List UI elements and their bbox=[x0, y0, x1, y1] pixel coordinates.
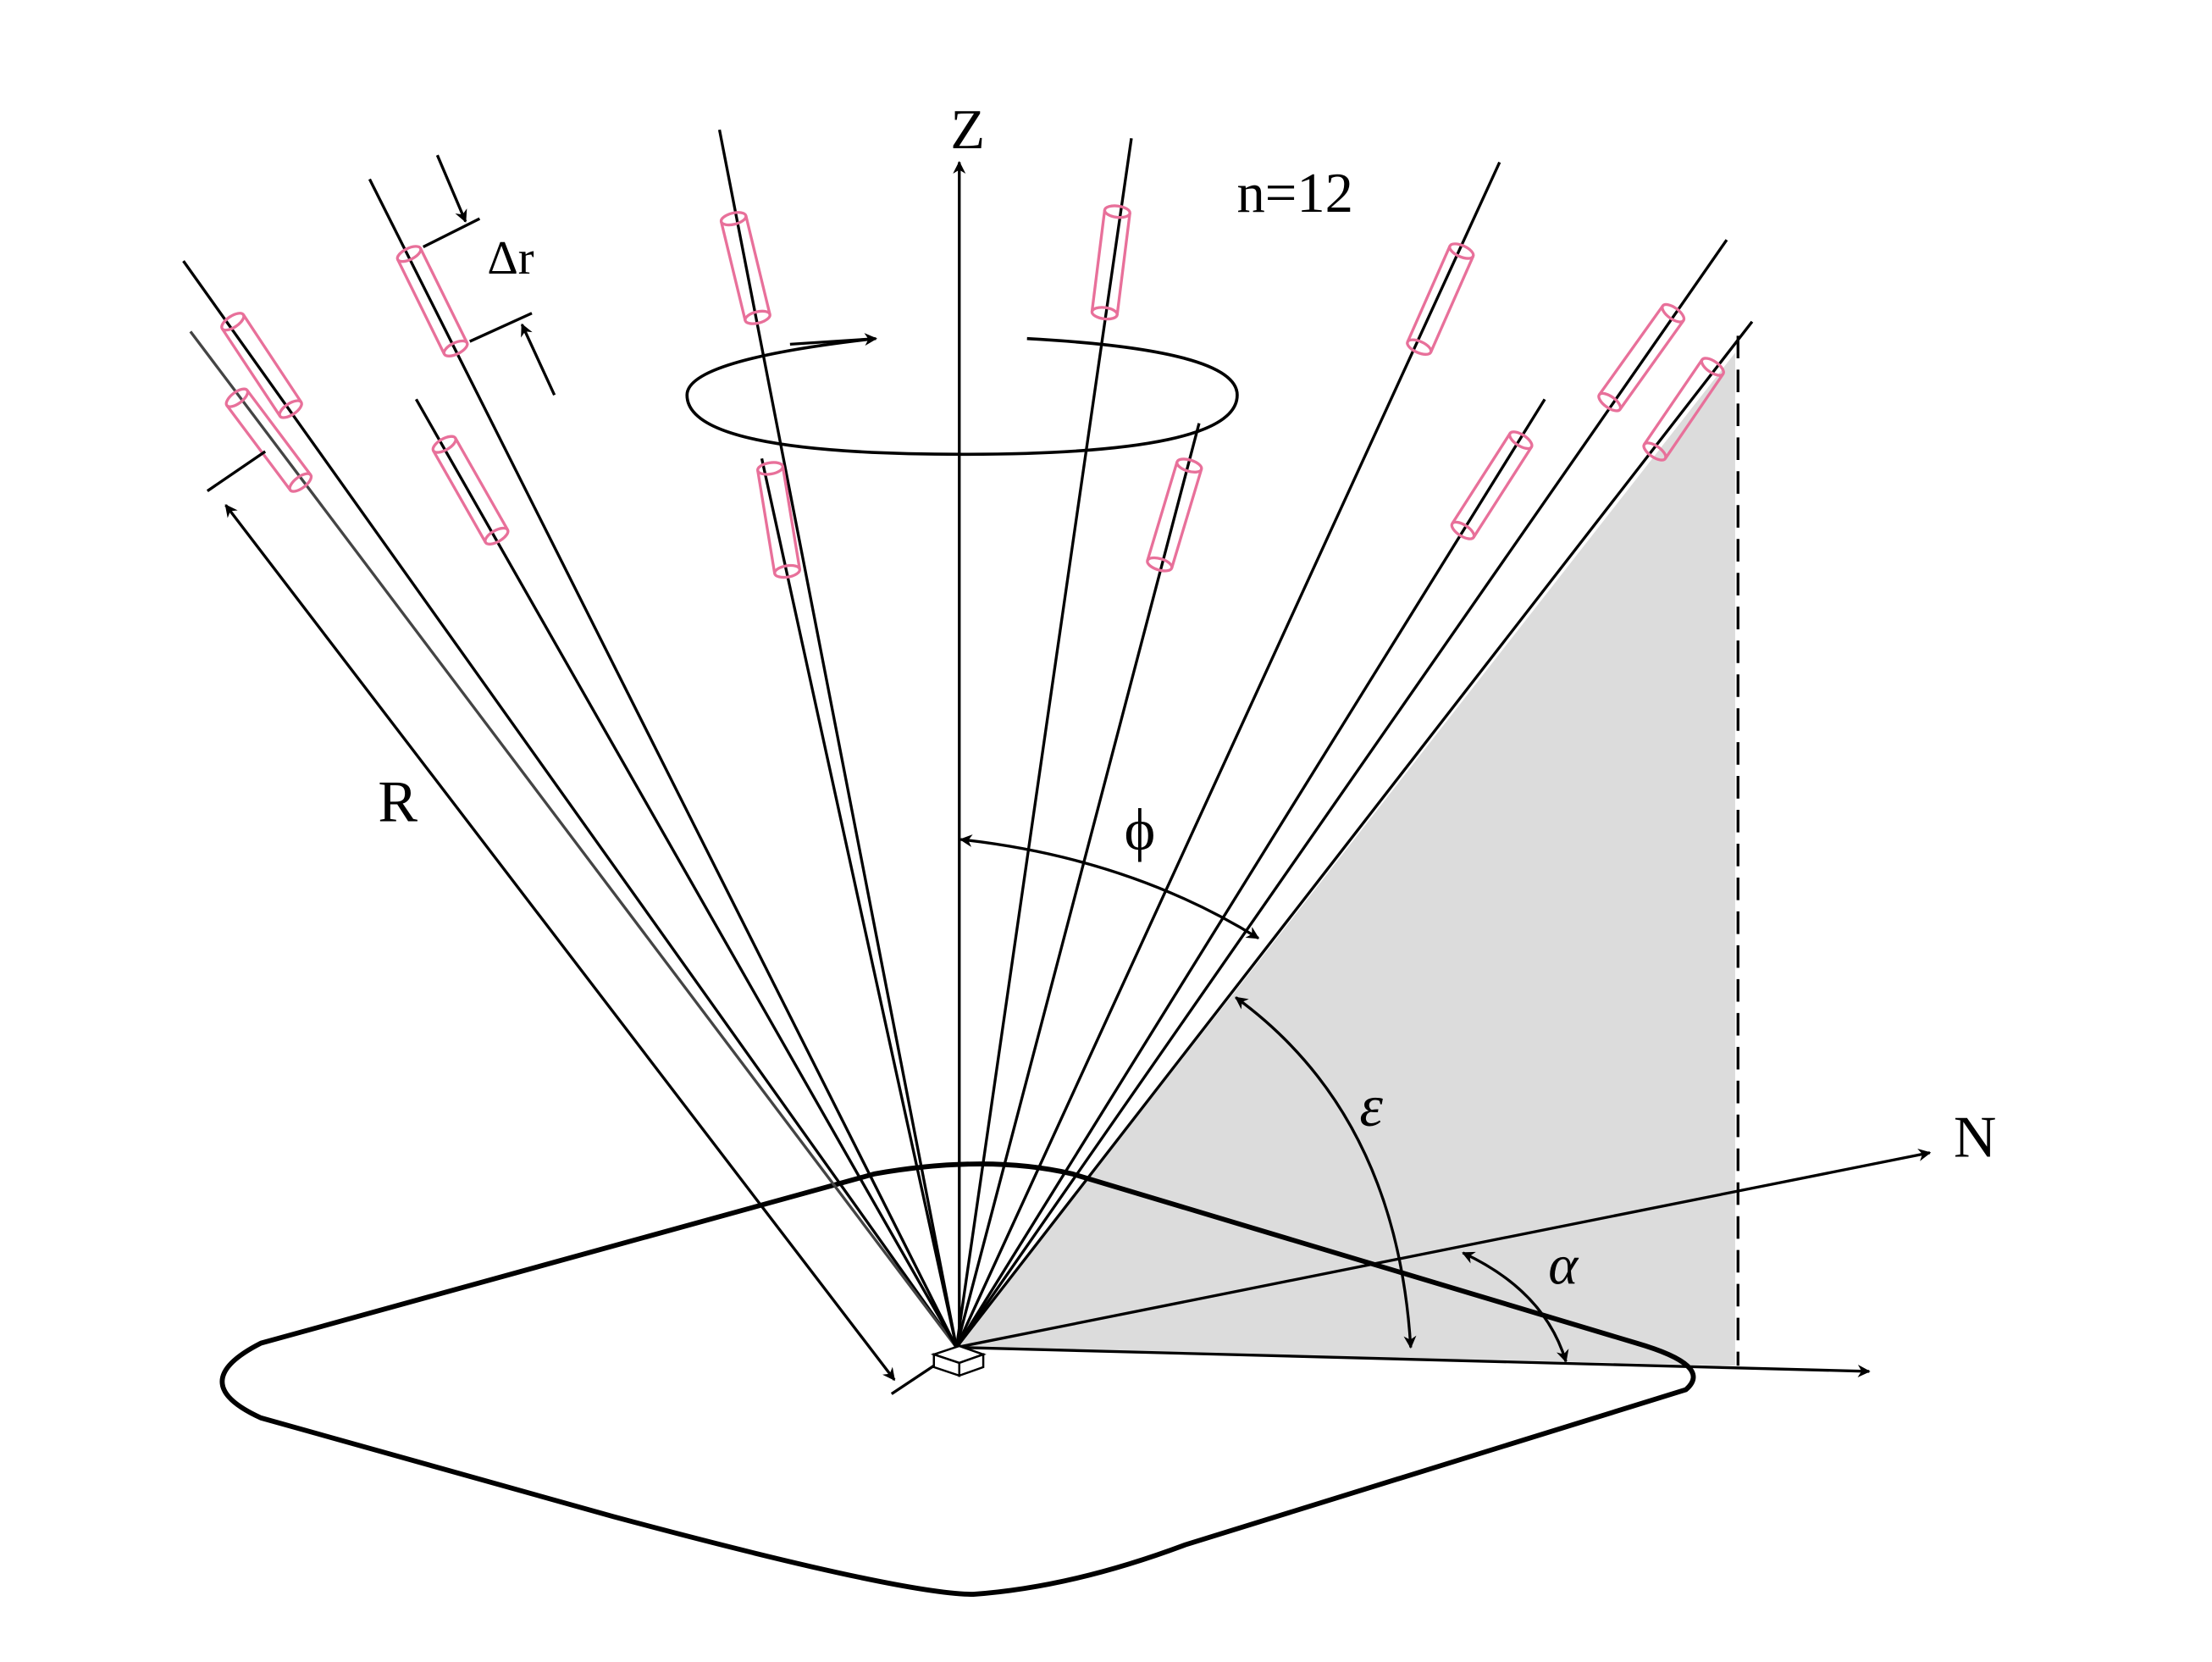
rotation-arrow bbox=[789, 333, 877, 346]
phi-label: ϕ bbox=[1125, 798, 1156, 863]
cylinder-icon bbox=[220, 312, 303, 419]
radar-antenna-icon bbox=[930, 1344, 987, 1377]
cylinder-icon bbox=[1146, 457, 1203, 573]
cylinder-icon bbox=[431, 435, 510, 546]
cylinder-icon bbox=[1406, 242, 1475, 356]
azimuth-reference-arrow bbox=[956, 1345, 1871, 1378]
range-dimension bbox=[206, 450, 935, 1395]
ground-surface-outline bbox=[219, 1161, 1696, 1597]
rotation-ellipse bbox=[685, 336, 1239, 457]
alpha-label: α bbox=[1548, 1235, 1579, 1297]
cylinder-icon bbox=[1642, 357, 1725, 462]
range-gate-cylinders bbox=[220, 204, 1725, 579]
cylinder-icon bbox=[224, 387, 313, 493]
north-label: N bbox=[1954, 1105, 1997, 1171]
north-axis-arrow bbox=[956, 1149, 1932, 1349]
cylinder-icon bbox=[1597, 302, 1686, 413]
elevation-plane-shade bbox=[956, 352, 1735, 1366]
delta-r-dimension bbox=[422, 154, 556, 396]
range-label: R bbox=[378, 769, 418, 834]
alpha-angle-arc bbox=[1462, 1251, 1569, 1363]
epsilon-angle-arc bbox=[1235, 996, 1417, 1349]
z-axis-label: Z bbox=[950, 99, 985, 161]
cylinder-icon bbox=[719, 211, 771, 325]
epsilon-label: ε bbox=[1359, 1074, 1383, 1139]
delta-r-label: Δr bbox=[487, 232, 534, 285]
cylinder-icon bbox=[1090, 204, 1131, 321]
cylinder-icon bbox=[1450, 430, 1534, 540]
beam-count-label: n=12 bbox=[1236, 163, 1352, 224]
cylinder-icon bbox=[395, 245, 469, 357]
phi-angle-arc bbox=[959, 834, 1260, 939]
